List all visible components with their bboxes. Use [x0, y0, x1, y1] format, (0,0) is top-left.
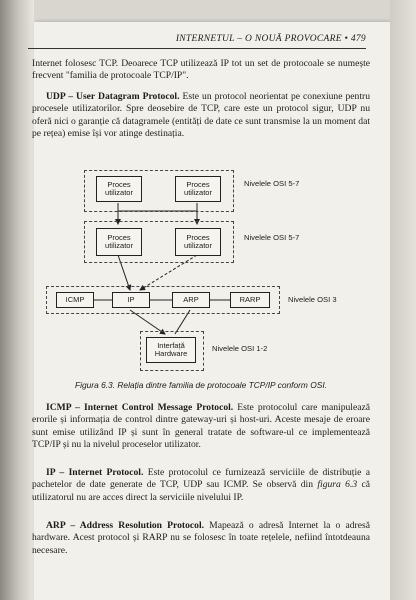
icmp-title: ICMP – Internet Control Message Protocol…: [46, 402, 234, 413]
ip-box: IP: [112, 292, 150, 308]
arp-box: ARP: [172, 292, 210, 308]
link-arp-hardware: [174, 309, 191, 335]
paragraph-ip: IP – Internet Protocol. Este protocolul …: [32, 467, 370, 503]
osi-3-zone: [46, 286, 280, 314]
osi-5-7-lower-zone: [84, 221, 234, 263]
page-edge: [390, 0, 416, 600]
ip-title: IP – Internet Protocol.: [46, 467, 144, 478]
process-box-mid-left: Proces utilizator: [96, 228, 142, 256]
osi-1-2-zone: [140, 331, 204, 371]
paragraph-intro: Internet folosesc TCP. Deoarece TCP util…: [32, 58, 370, 82]
header-rule: [28, 48, 366, 49]
label-osi-3: Nivelele OSI 3: [288, 295, 337, 304]
paragraph-icmp: ICMP – Internet Control Message Protocol…: [32, 402, 370, 451]
arrow-mid-right-ip: [139, 254, 198, 291]
process-box-top-left: Proces utilizator: [96, 176, 142, 202]
label-osi-1-2: Nivelele OSI 1-2: [212, 344, 268, 353]
figure-caption: Figura 6.3. Relația dintre familia de pr…: [75, 380, 327, 390]
label-osi-5-7-upper: Nivelele OSI 5-7: [244, 179, 300, 188]
figure-reference: figura 6.3: [317, 479, 358, 491]
osi-5-7-upper-zone: [84, 170, 234, 212]
process-box-mid-right: Proces utilizator: [175, 228, 221, 256]
hardware-interface-box: Interfață Hardware: [146, 337, 196, 363]
arrow-ip-hardware: [129, 309, 166, 335]
paragraph-udp: UDP – User Datagram Protocol. Este un pr…: [32, 91, 371, 140]
running-header: Internetul – O Nouă Provocare • 479: [175, 34, 366, 44]
process-box-top-right: Proces utilizator: [175, 176, 221, 202]
paragraph-arp: ARP – Address Resolution Protocol. Mapea…: [32, 520, 370, 556]
rarp-box: RARP: [230, 292, 270, 308]
arrow-mid-left-ip: [117, 254, 132, 291]
udp-title: UDP – User Datagram Protocol.: [46, 91, 180, 102]
book-page: [34, 22, 390, 600]
label-osi-5-7-lower: Nivelele OSI 5-7: [244, 233, 300, 242]
book-spine-shadow: [0, 0, 34, 600]
icmp-box: ICMP: [56, 292, 94, 308]
arp-title: ARP – Address Resolution Protocol.: [46, 520, 205, 531]
